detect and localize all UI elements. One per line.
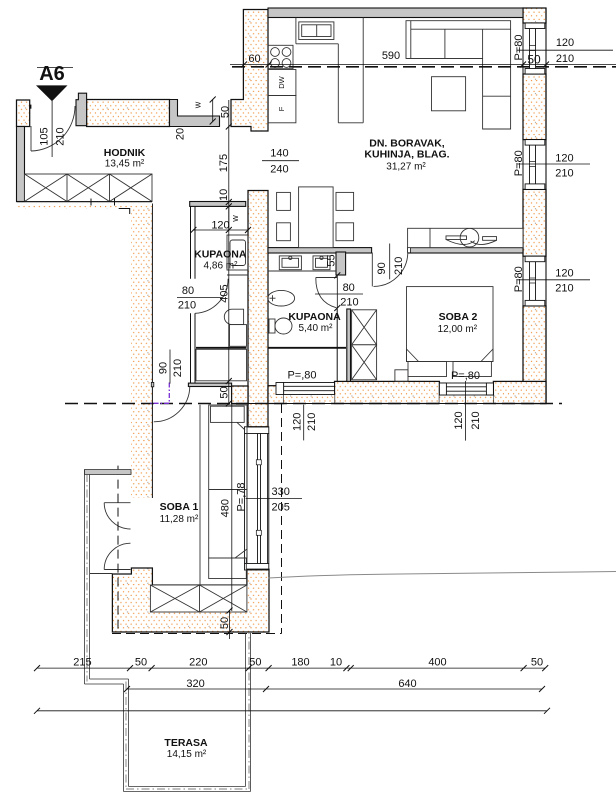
svg-text:SOBA 2: SOBA 2 [439,311,478,323]
svg-text:P=,80: P=,80 [287,370,316,382]
svg-text:A6: A6 [39,63,65,85]
svg-text:10: 10 [218,189,230,201]
svg-text:14,15 m²: 14,15 m² [167,749,207,760]
svg-text:640: 640 [398,678,416,690]
svg-text:175: 175 [218,154,230,172]
svg-text:TERASA: TERASA [164,737,208,749]
svg-text:210: 210 [306,413,318,431]
svg-text:4,86 m²: 4,86 m² [204,261,239,272]
svg-text:12,00 m²: 12,00 m² [438,324,478,335]
svg-text:480: 480 [219,499,231,517]
svg-text:210: 210 [470,411,482,429]
svg-text:KUPAONA: KUPAONA [194,249,247,261]
svg-text:50: 50 [220,106,232,118]
svg-text:KUHINJA, BLAG.: KUHINJA, BLAG. [364,149,449,161]
svg-text:400: 400 [428,657,446,669]
svg-text:180: 180 [291,657,309,669]
svg-text:590: 590 [382,50,400,62]
svg-text:55: 55 [325,254,337,266]
svg-text:31,27 m²: 31,27 m² [386,162,426,173]
svg-text:240: 240 [270,164,288,176]
svg-text:50: 50 [219,617,231,629]
svg-text:60: 60 [248,53,260,65]
svg-text:120: 120 [453,411,465,429]
svg-text:SOBA 1: SOBA 1 [160,501,199,513]
svg-text:DN. BORAVAK,: DN. BORAVAK, [369,138,445,150]
svg-text:HODNIK: HODNIK [104,147,146,159]
svg-text:DW: DW [277,75,286,88]
svg-text:10: 10 [330,657,342,669]
svg-text:F: F [277,106,286,111]
svg-text:210: 210 [340,296,358,308]
svg-text:120: 120 [211,220,229,232]
svg-text:120: 120 [555,268,573,280]
svg-text:90: 90 [158,362,170,374]
svg-text:50: 50 [527,53,541,67]
svg-text:5,40 m²: 5,40 m² [299,323,334,334]
svg-text:P=,78: P=,78 [236,482,248,511]
svg-text:205: 205 [272,502,290,514]
svg-text:P=80: P=80 [513,266,525,292]
svg-text:20: 20 [175,128,187,140]
svg-text:P=80: P=80 [513,35,525,61]
svg-text:120: 120 [291,413,303,431]
svg-text:50: 50 [135,657,147,669]
svg-text:215: 215 [73,657,91,669]
svg-text:w: w [230,215,240,223]
svg-text:210: 210 [555,283,573,295]
svg-text:80: 80 [182,285,194,297]
svg-text:P=,80: P=,80 [451,370,480,382]
svg-text:13,45 m²: 13,45 m² [105,159,145,170]
svg-text:105: 105 [39,127,51,145]
svg-text:330: 330 [272,486,290,498]
svg-text:220: 220 [189,657,207,669]
svg-text:11,28 m²: 11,28 m² [160,514,199,525]
svg-text:120: 120 [555,152,573,164]
svg-text:50: 50 [249,657,261,669]
svg-text:210: 210 [393,257,405,275]
svg-text:50: 50 [531,657,543,669]
svg-text:405: 405 [218,284,230,302]
svg-text:P=80: P=80 [513,150,525,176]
svg-text:210: 210 [55,127,67,145]
svg-text:80: 80 [343,282,355,294]
svg-text:320: 320 [186,678,204,690]
svg-text:w: w [193,101,203,109]
svg-text:120: 120 [556,37,574,49]
svg-text:140: 140 [270,148,288,160]
svg-text:210: 210 [555,167,573,179]
svg-text:50: 50 [218,386,230,398]
svg-text:KUPAONA: KUPAONA [288,311,341,323]
svg-text:90: 90 [376,262,388,274]
svg-text:210: 210 [178,300,196,312]
svg-text:210: 210 [172,359,184,377]
svg-text:210: 210 [556,53,574,65]
